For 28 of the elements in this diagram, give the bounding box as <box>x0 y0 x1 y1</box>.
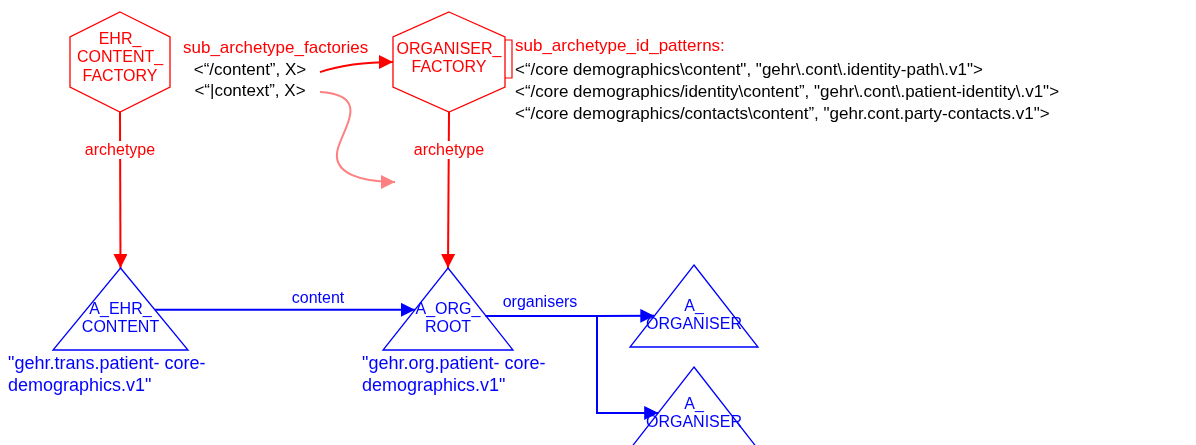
arrow <box>484 314 660 420</box>
arrow <box>113 111 128 269</box>
arrow <box>319 55 394 74</box>
pattern-text: <“/core demographics/identity\content”, "gehr\.cont\.patient-identity\.v1"> <box>515 82 1060 102</box>
node-label: A_ORG_ ROOT <box>415 300 481 337</box>
edge-label: organisers <box>500 293 580 311</box>
arrow <box>153 302 416 317</box>
arrow <box>319 91 396 189</box>
edge-label: archetype <box>411 141 487 159</box>
node-label: A_ ORGANISER <box>646 297 742 334</box>
edge-label: archetype <box>82 141 158 159</box>
triangle-node <box>630 367 758 445</box>
archetype-id-text: "gehr.org.patient- core-demographics.v1" <box>362 353 547 397</box>
node-label: ORGANISER_ FACTORY <box>396 40 502 77</box>
hexagon-node <box>70 12 170 112</box>
node-label: A_EHR_ CONTENT <box>81 300 160 337</box>
archetype-id-text: "gehr.trans.patient- core-demographics.v1" <box>8 353 207 397</box>
triangle-node <box>53 268 188 350</box>
code-text: <“/content”, X> <box>193 60 307 80</box>
arrow <box>441 111 456 269</box>
pattern-text: <“/core demographics\content", "gehr\.cont\.identity-path\.v1"> <box>515 60 983 80</box>
pattern-text: <“/core demographics/contacts\content”, "gehr.cont.party-contacts.v1"> <box>515 104 1050 124</box>
triangle-node <box>630 265 758 347</box>
field-name: sub_archetype_id_patterns: <box>515 36 725 56</box>
code-text: <“|context”, X> <box>194 81 306 101</box>
node-label: EHR_ CONTENT_ FACTORY <box>76 30 164 86</box>
field-name: sub_archetype_factories <box>183 38 369 58</box>
hexagon-node <box>393 12 505 112</box>
